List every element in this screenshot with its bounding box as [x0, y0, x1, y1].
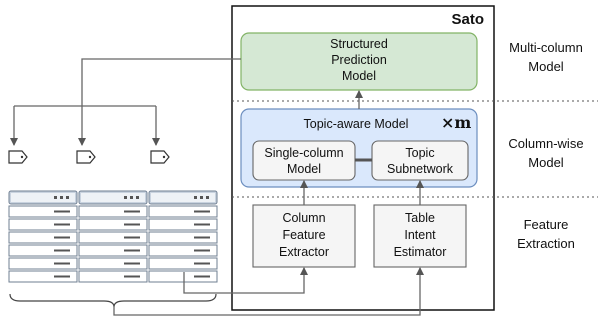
structured-prediction-line-2: Prediction: [331, 53, 387, 67]
single-column-line-2: Model: [287, 162, 321, 176]
sato-title: Sato: [451, 11, 484, 28]
feature-extraction-label-1: Feature: [524, 217, 569, 232]
single-column-line-1: Single-column: [264, 146, 343, 160]
column-feature-line-1: Column: [282, 211, 325, 225]
structured-prediction-line-3: Model: [342, 69, 376, 83]
table-intent-line-3: Estimator: [394, 245, 447, 259]
column-wise-label-2: Model: [528, 155, 564, 170]
feature-extraction-label-2: Extraction: [517, 236, 575, 251]
column-input-connector: [183, 267, 308, 294]
table-icon: [8, 190, 218, 283]
topic-subnetwork-line-2: Subnetwork: [387, 162, 454, 176]
output-connector: [81, 58, 241, 106]
topic-aware-multiplier: ×m: [441, 113, 471, 132]
structured-prediction-line-1: Structured: [330, 37, 388, 51]
tag-icon: [8, 150, 28, 164]
column-feature-line-2: Feature: [282, 228, 325, 242]
multi-column-label-1: Multi-column: [509, 40, 583, 55]
column-wise-label-1: Column-wise: [508, 136, 583, 151]
table-intent-line-1: Table: [405, 211, 435, 225]
multi-column-label-2: Model: [528, 59, 564, 74]
column-feature-line-3: Extractor: [279, 245, 329, 259]
table-intent-estimator-box: [373, 204, 467, 268]
tag-icon: [150, 150, 170, 164]
table-input-connector: [113, 267, 424, 316]
brace-icon: [9, 293, 217, 308]
topic-subnetwork-line-1: Topic: [405, 146, 434, 160]
table-intent-line-2: Intent: [404, 228, 436, 242]
topic-aware-model-title: Topic-aware Model: [304, 117, 409, 131]
tag-icon: [76, 150, 96, 164]
